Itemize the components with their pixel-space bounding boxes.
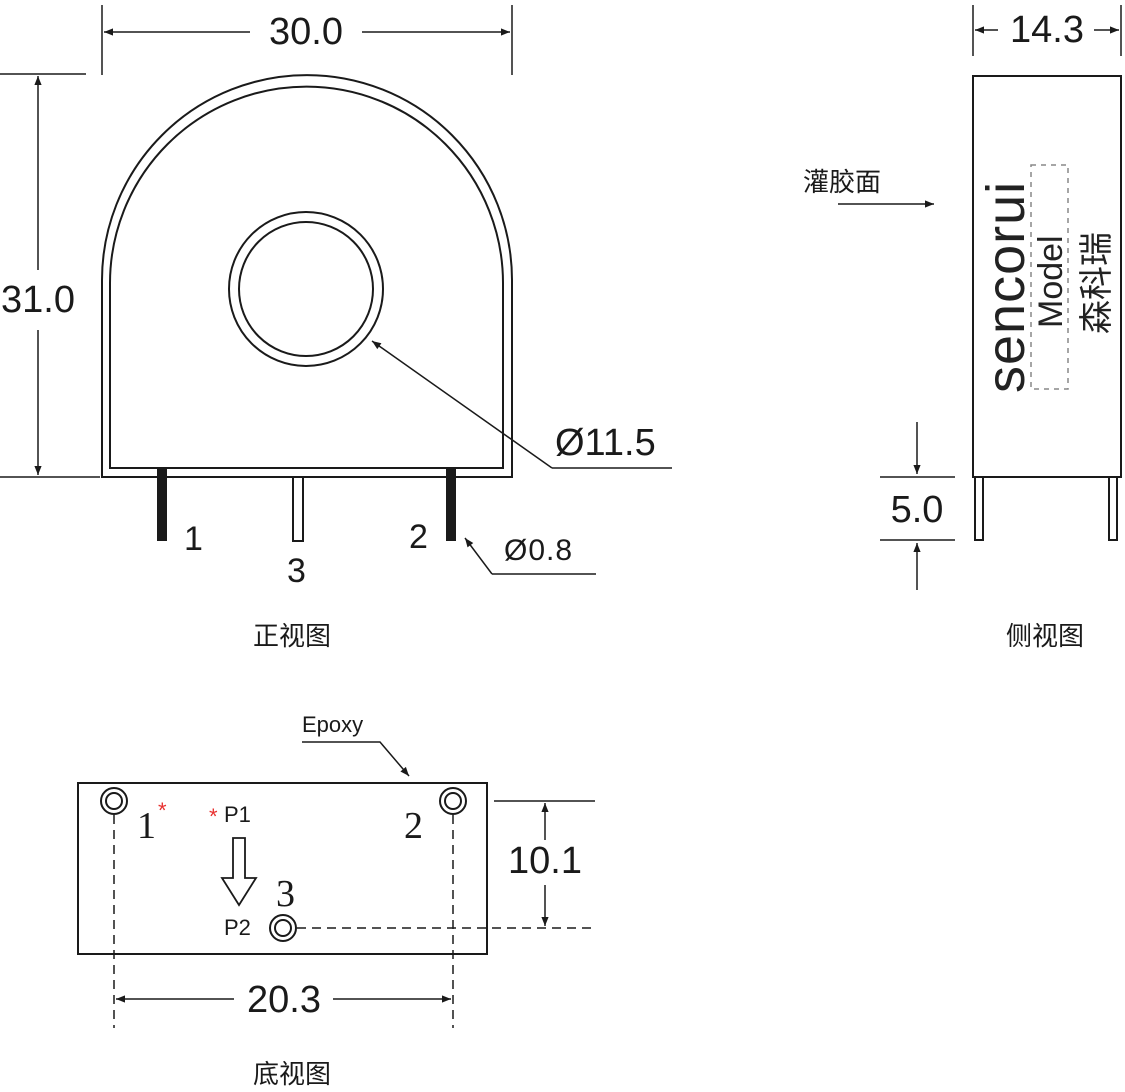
bottom-view: Epoxy 1 * 2 3 * P1 P2 10.1 20.3 底视图 [77,712,595,1090]
epoxy-arrow [302,741,410,777]
label-area [1030,164,1069,390]
side-body [972,75,1122,478]
side-pin-left [974,476,984,541]
hole-leader-arrow [371,340,553,469]
bottom-pin-2-outer [439,787,467,815]
hole-dim: Ø11.5 [555,422,656,464]
bottom-pin-1-outer [100,787,128,815]
bottom-view-caption: 底视图 [253,1060,331,1090]
brand-cn: 森科瑞 [1077,232,1117,334]
bottom-height-dim: 10.1 [508,840,582,882]
brand-logo-text: sencorui [976,181,1036,393]
bottom-pin-3-inner [274,919,292,937]
potting-label: 灌胶面 [803,168,881,198]
pin-dim: Ø0.8 [504,534,573,567]
bottom-pin-2-inner [444,792,462,810]
front-body-outer [101,74,513,478]
model-label: Model [1032,235,1070,328]
side-width-dim: 14.3 [1010,9,1084,51]
bottom-pin-label-3: 3 [276,873,295,915]
bottom-pin-label-2: 2 [404,805,423,847]
center-hole-inner [238,221,374,357]
bottom-pin-3-outer [269,914,297,942]
bottom-body [77,782,488,955]
p2-label: P2 [224,915,251,940]
pin-label-2: 2 [409,518,428,556]
p1-mark: * [209,804,218,829]
pin-leader-arrow [464,537,493,575]
side-pin-right [1108,476,1118,541]
current-direction-arrow [220,837,258,907]
front-width-dim: 30.0 [269,11,343,53]
pin-label-1: 1 [184,520,203,558]
bottom-pin-1-inner [105,792,123,810]
side-pin-dim: 5.0 [891,489,944,531]
side-view: 14.3 sencorui Model 森科瑞 灌胶面 5.0 侧视图 [803,5,1122,652]
bottom-pin-label-1-mark: * [158,798,167,823]
pin-1 [157,468,167,541]
front-height-dim: 31.0 [1,279,75,321]
pin-label-3: 3 [287,552,306,590]
front-view-caption: 正视图 [253,622,331,652]
side-view-caption: 侧视图 [1006,622,1084,652]
pin-3 [292,476,304,542]
bottom-pin-label-1: 1 [137,805,156,847]
front-view: 1 3 2 30.0 31.0 Ø11.5 Ø0.8 正视图 [0,5,672,652]
bottom-width-dim: 20.3 [247,979,321,1021]
p1-label: P1 [224,802,251,827]
epoxy-label: Epoxy [302,712,363,737]
center-hole-outer [228,211,384,367]
front-body-inner [109,85,504,469]
pin-2 [446,468,456,541]
